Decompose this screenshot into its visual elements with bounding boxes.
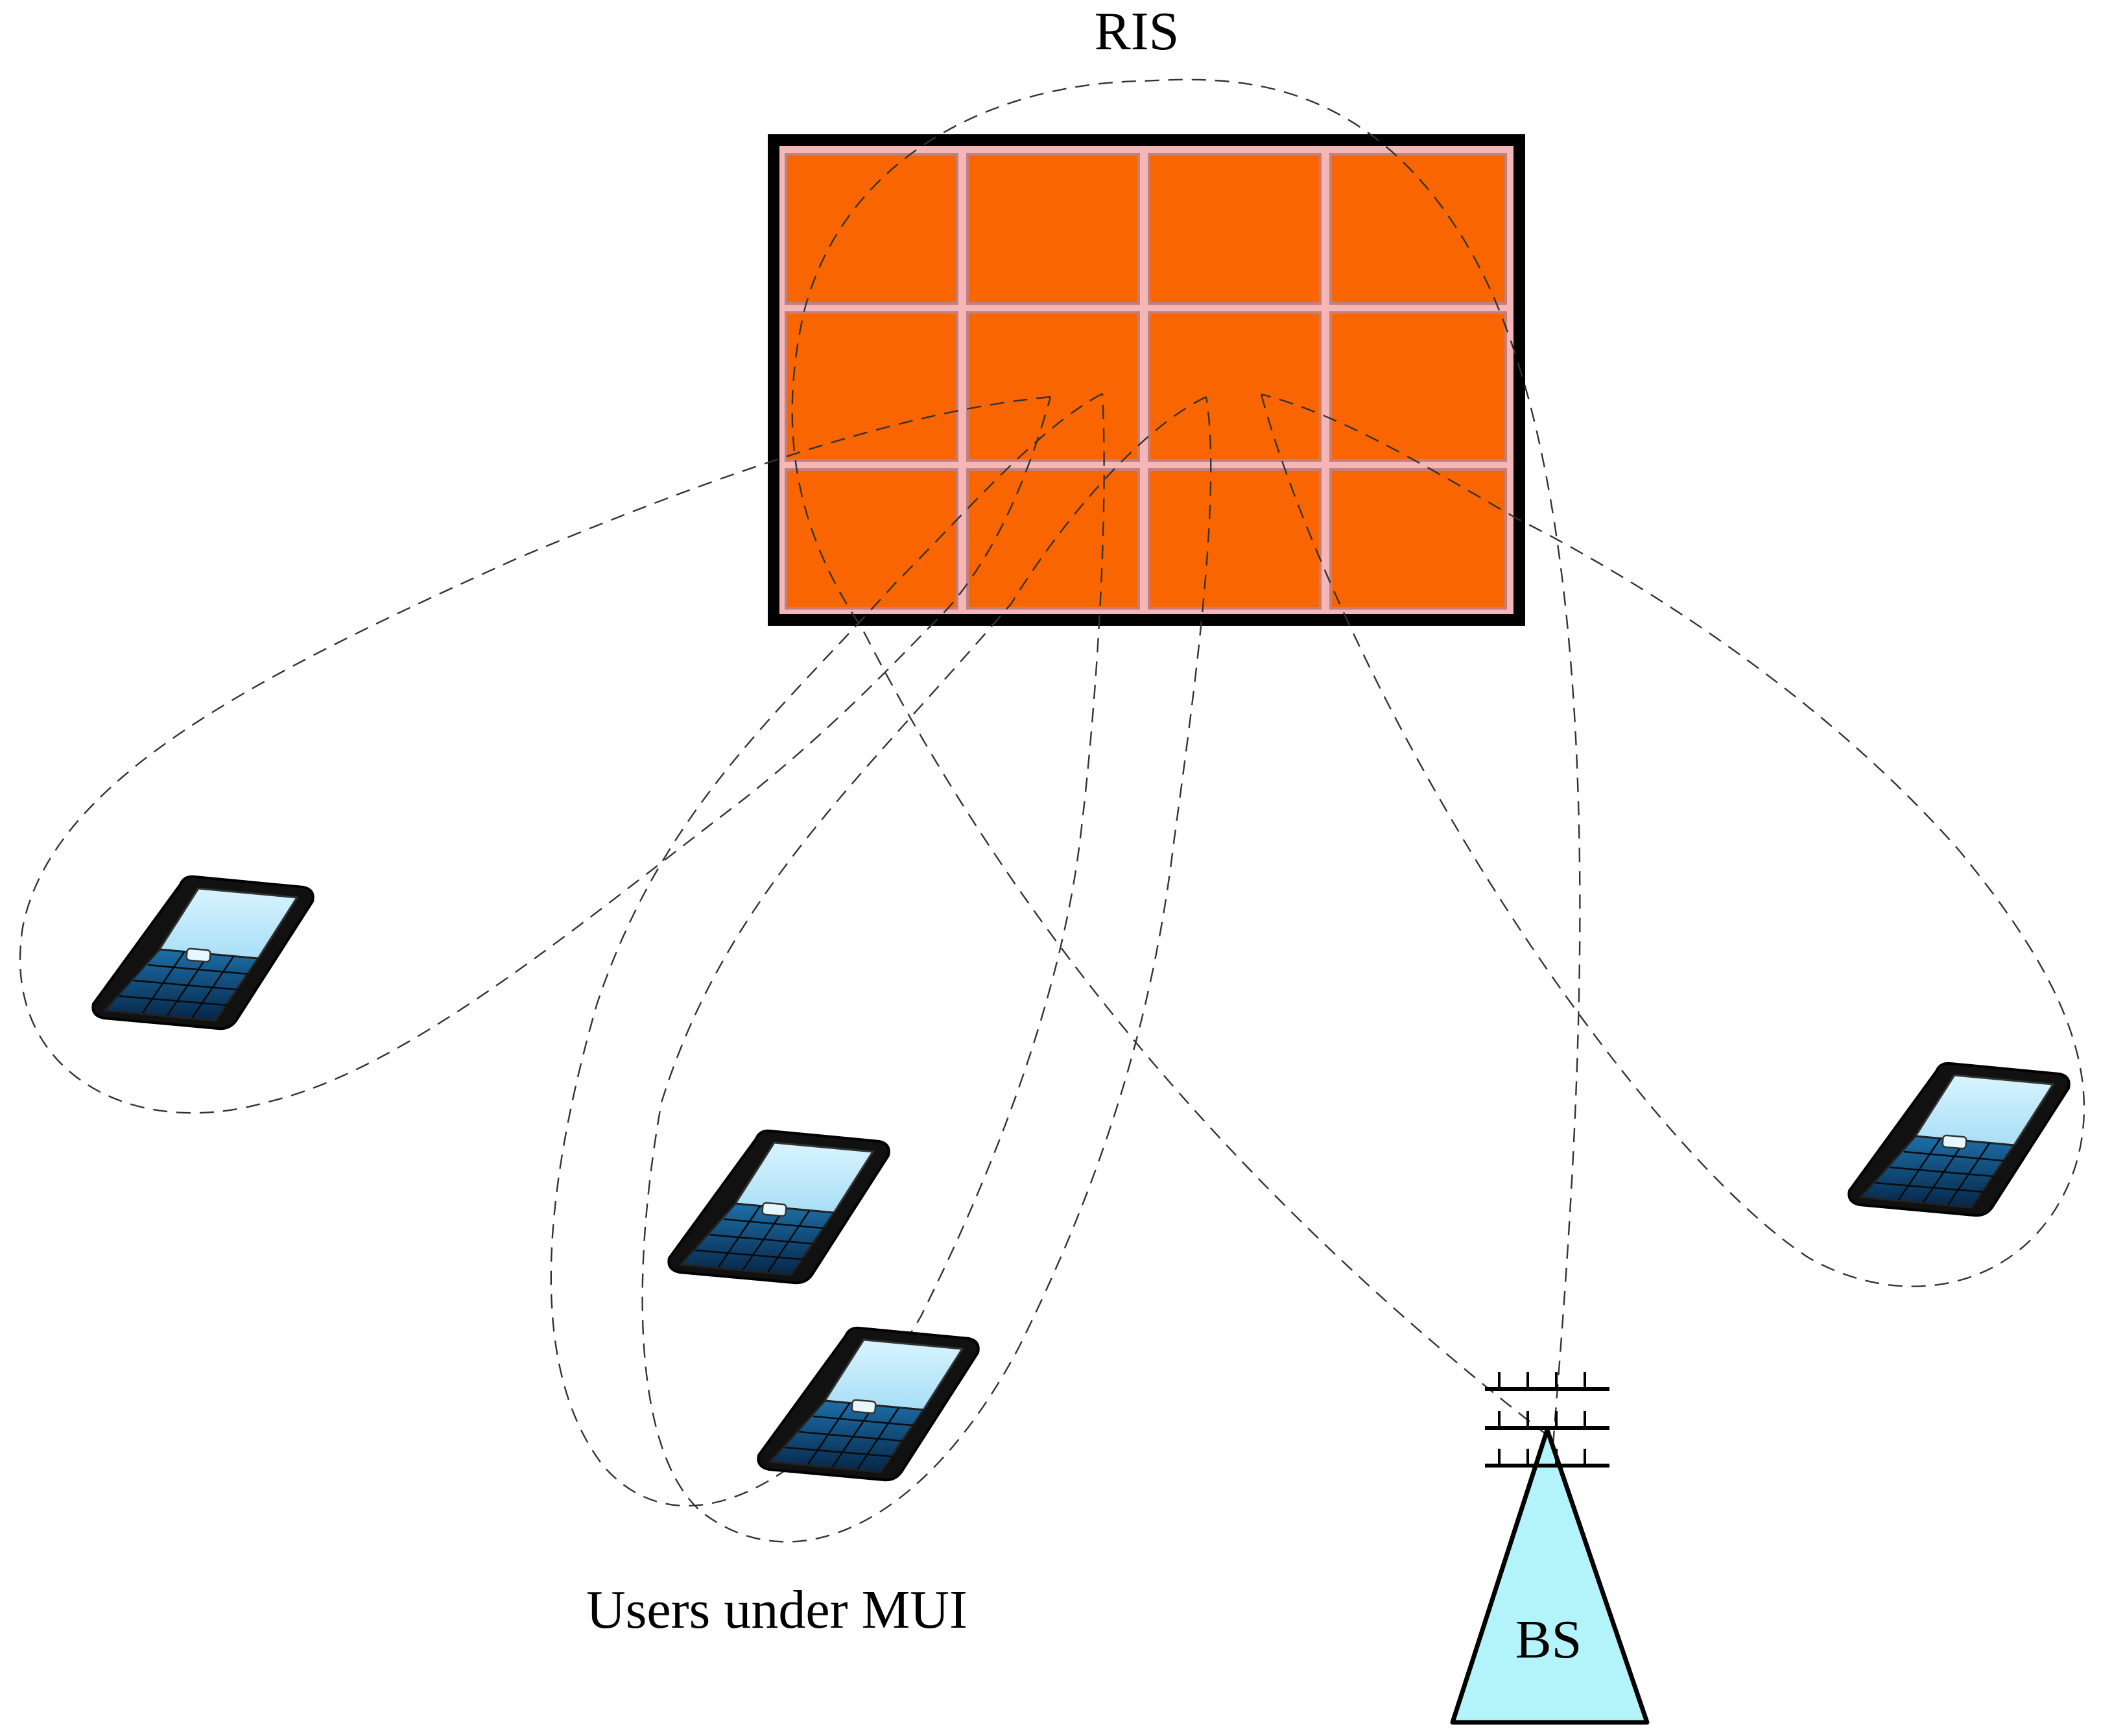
- ris-element: [1329, 153, 1507, 305]
- ris-element: [1329, 311, 1507, 462]
- mobile-phone-icon: [667, 1129, 890, 1285]
- ris-element: [966, 153, 1140, 305]
- users-label: Users under MUI: [586, 1580, 967, 1640]
- ris-element: [966, 468, 1140, 610]
- user-beam-low: [641, 396, 1212, 1543]
- ris-element: [785, 311, 958, 462]
- ris-element: [1148, 468, 1322, 610]
- user-beam-right: [1260, 393, 2085, 1287]
- ris-label: RIS: [1095, 1, 1180, 62]
- user-beam-left: [19, 396, 1052, 1114]
- mobile-phone-icon: [1847, 1062, 2071, 1217]
- bs-tower: [1450, 1427, 1650, 1725]
- bs-ris-beam: [791, 78, 1581, 1445]
- antenna-array-icon: [1485, 1372, 1609, 1468]
- ris-element: [966, 311, 1140, 462]
- beam-patterns: [19, 78, 2085, 1543]
- mobile-phone-icon: [757, 1326, 980, 1482]
- bs-label: BS: [1515, 1610, 1582, 1670]
- base-station: BS: [1450, 1372, 1650, 1725]
- ris-element: [1148, 311, 1322, 462]
- ris-element: [785, 153, 958, 305]
- ris-element: [1148, 153, 1322, 305]
- mobile-phone-icon: [91, 875, 315, 1030]
- ris-element: [785, 468, 958, 610]
- ris-element: [1329, 468, 1507, 610]
- ris-panel: [768, 134, 1525, 626]
